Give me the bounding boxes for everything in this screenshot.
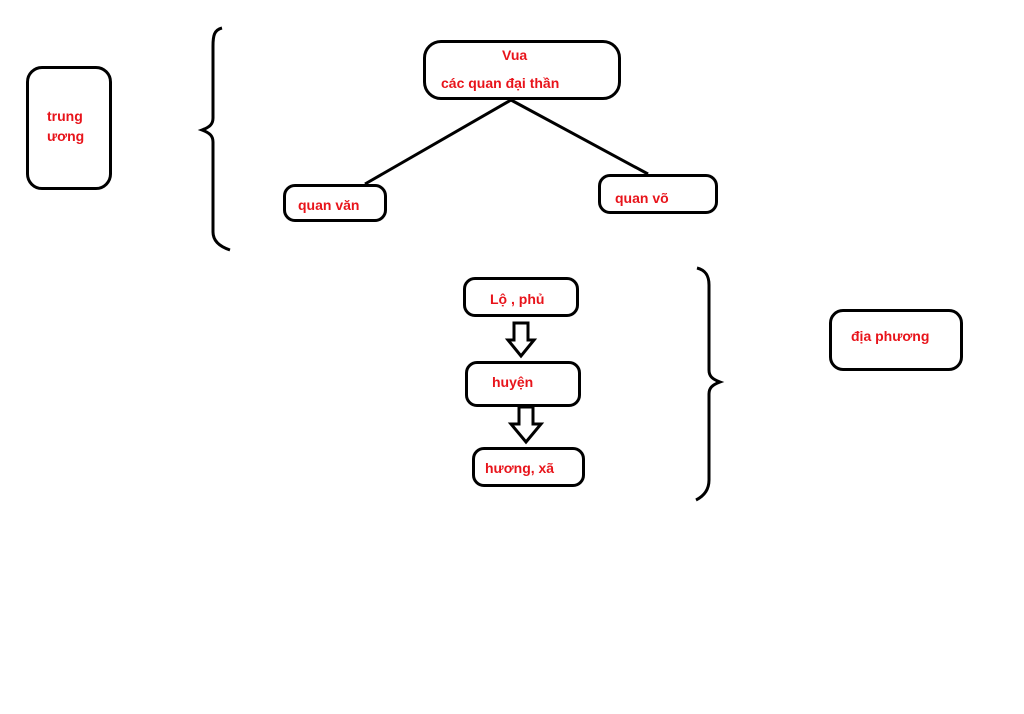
central-brace — [197, 26, 231, 252]
central-group-label-line2: ương — [47, 128, 85, 144]
node-lo-phu-label: Lộ , phủ — [490, 291, 545, 307]
node-vua: Vua các quan đại thần — [423, 40, 621, 100]
local-group-box: địa phương — [829, 309, 963, 371]
node-huyen: huyện — [465, 361, 581, 407]
local-group-label: địa phương — [851, 328, 930, 344]
node-lo-phu: Lộ , phủ — [463, 277, 579, 317]
node-quan-van: quan văn — [283, 184, 387, 222]
node-quan-van-label: quan văn — [298, 197, 360, 213]
node-huong-xa: hương, xã — [472, 447, 585, 487]
connector-vua-to-quan-vo — [510, 98, 649, 176]
node-huong-xa-label: hương, xã — [485, 460, 555, 476]
node-vua-title: Vua — [502, 47, 528, 63]
node-huyen-label: huyện — [492, 374, 534, 390]
local-brace — [695, 266, 725, 502]
connector-vua-to-quan-van — [364, 98, 512, 186]
central-group-label-line1: trung — [47, 108, 83, 124]
node-quan-vo-label: quan võ — [615, 190, 669, 206]
central-group-box: trung ương — [26, 66, 112, 190]
node-vua-subtitle: các quan đại thần — [441, 75, 560, 91]
arrow-down-icon — [504, 321, 538, 359]
node-quan-vo: quan võ — [598, 174, 718, 214]
arrow-down-icon — [507, 405, 545, 445]
